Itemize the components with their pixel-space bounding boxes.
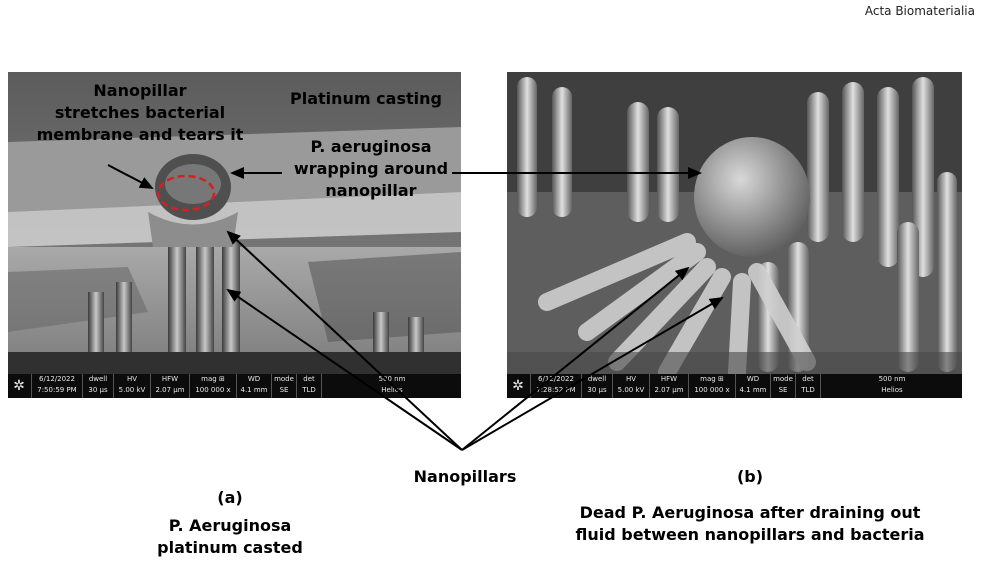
- arrow-pillar-b1: [461, 266, 690, 451]
- arrow-membrane: [107, 164, 154, 189]
- fei-logo-icon: ✲: [13, 378, 25, 394]
- arrow-pillar-b2: [461, 296, 724, 451]
- scale-bar-b: 500 nm Helios: [820, 374, 962, 398]
- label-platinum-casting: Platinum casting: [290, 89, 442, 108]
- arrow-pillar-a1: [226, 230, 463, 451]
- label-nanopillar-stretches: Nanopillar stretches bacterial membrane …: [36, 81, 244, 144]
- sem-micrograph-a: [8, 72, 461, 398]
- scale-bar-a: 500 nm Helios: [321, 374, 461, 398]
- sem-image-a: Nanopillar stretches bacterial membrane …: [8, 72, 461, 398]
- fei-logo-icon: ✲: [512, 378, 524, 394]
- caption-b: (b) Dead P. Aeruginosa after draining ou…: [540, 466, 960, 546]
- caption-a: (a) P. Aeruginosa platinum casted: [110, 487, 350, 559]
- label-wrapping: P. aeruginosa wrapping around nanopillar: [293, 137, 449, 200]
- arrow-pillar-a2: [226, 288, 463, 451]
- tear-region-marker: [156, 174, 216, 212]
- sem-micrograph-b: [507, 72, 962, 398]
- journal-name: Acta Biomaterialia: [864, 4, 975, 18]
- bacterium-shape: [694, 137, 810, 257]
- nanopillars-label: Nanopillars: [413, 467, 517, 486]
- caption-b-tag: (b): [736, 467, 764, 486]
- caption-a-tag: (a): [217, 488, 243, 507]
